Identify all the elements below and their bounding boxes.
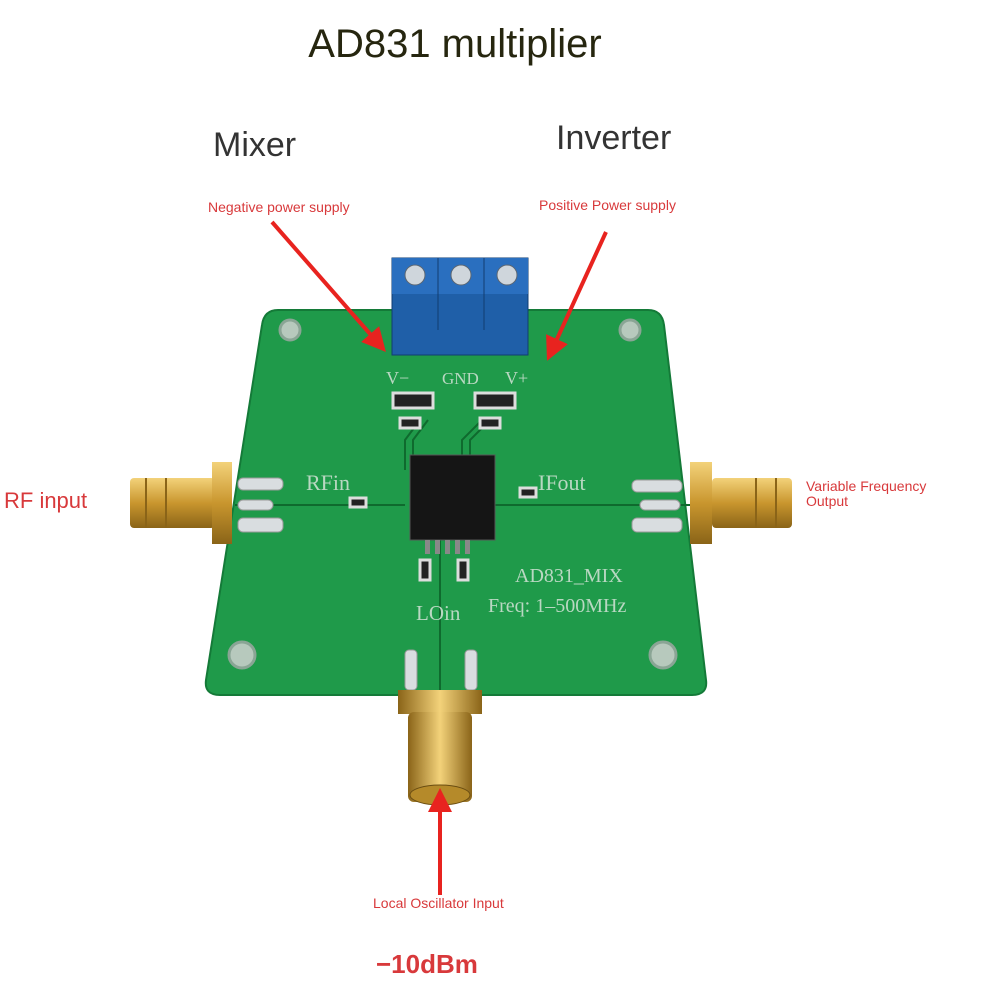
mode-mixer: Mixer (213, 126, 297, 164)
page-title: AD831 multiplier (308, 22, 602, 66)
label-lo-level: −10dBm (376, 949, 478, 979)
silk-v-plus: V+ (505, 368, 528, 388)
label-vfo-line2: Output (806, 493, 849, 509)
annotation-arrows (270, 220, 608, 895)
arrow-positive-supply (546, 231, 608, 361)
sma-connector-lo (398, 690, 482, 806)
silk-loin: LOin (416, 601, 461, 625)
terminal-block (391, 257, 529, 356)
mode-inverter: Inverter (556, 119, 672, 157)
silk-v-minus: V− (386, 368, 409, 388)
label-negative-supply: Negative power supply (208, 199, 350, 215)
silk-freq: Freq: 1–500MHz (488, 595, 626, 617)
silk-board-name: AD831_MIX (515, 565, 623, 587)
label-positive-supply: Positive Power supply (539, 197, 676, 213)
silk-ifout: IFout (538, 470, 586, 495)
label-lo-input: Local Oscillator Input (373, 895, 504, 911)
sma-connector-if (690, 462, 792, 544)
mounting-holes (227, 318, 678, 670)
silk-rfin: RFin (306, 470, 350, 495)
label-rf-input: RF input (4, 488, 88, 513)
arrow-negative-supply (270, 220, 386, 353)
label-variable-frequency-output: Variable Frequency Output (806, 479, 926, 509)
ad831-chip (409, 454, 496, 541)
sma-connector-rf (130, 462, 232, 544)
silk-gnd: GND (442, 369, 479, 388)
label-vfo-line1: Variable Frequency (806, 478, 927, 494)
